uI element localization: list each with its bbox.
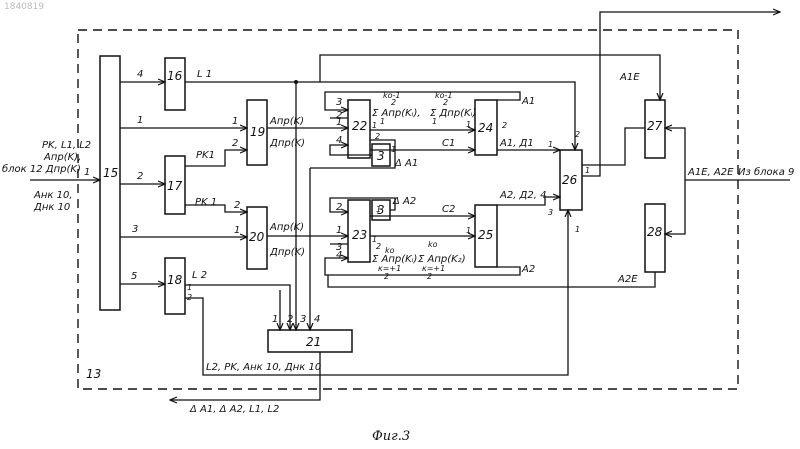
b26-o2: 1 xyxy=(575,225,580,234)
sig-dpr-k: Дпр(K) xyxy=(269,138,305,149)
wire-top-27 xyxy=(320,55,660,100)
b22-o1: 1 xyxy=(372,121,377,130)
out15-port-5: 5 xyxy=(131,271,137,282)
b22-4: 4 xyxy=(336,135,342,146)
sig-A1E-top: A1E xyxy=(619,72,640,83)
sig-C2: C2 xyxy=(442,204,455,215)
out15-port-2: 2 xyxy=(137,171,143,182)
sig-L2: L 2 xyxy=(192,270,207,281)
sig-PK1-a: PK1 xyxy=(196,150,215,161)
input-label-1: PK, L1, L2 xyxy=(42,140,91,151)
frame-label: 13 xyxy=(86,367,101,381)
wire-in-28 xyxy=(665,180,685,234)
block-18-label: 18 xyxy=(167,273,183,287)
b25-1: 1 xyxy=(466,226,471,235)
block-23-label: 23 xyxy=(352,228,367,242)
sig-A2D2: A2, Д2, 4 xyxy=(499,190,546,201)
b20-in1: 1 xyxy=(234,225,240,236)
block-24-label: 24 xyxy=(478,121,493,135)
sig-from-block9: Из блока 9 xyxy=(738,166,794,178)
sig-A1: A1 xyxy=(521,96,535,107)
b24-2: 2 xyxy=(502,121,507,130)
block-15 xyxy=(100,56,120,310)
out15-port-4: 4 xyxy=(137,69,143,80)
sum-bot-2b: 2 xyxy=(427,272,432,281)
input-port: 1 xyxy=(84,167,90,178)
b21-in1: 1 xyxy=(272,314,278,325)
input-label-5: Днк 10 xyxy=(33,202,70,213)
watermark: 1840819 xyxy=(4,2,44,12)
sum-top-lo2: 1 xyxy=(432,117,437,126)
b26-o1: 1 xyxy=(585,166,590,175)
block-19-label: 19 xyxy=(250,125,265,139)
input-label-4: Анк 10, xyxy=(33,190,73,201)
block-15-label: 15 xyxy=(103,166,118,180)
sig-apr-k2: Aпр(K) xyxy=(269,222,304,233)
b22-o2: 2 xyxy=(375,132,380,141)
sig-A2: A2 xyxy=(521,264,535,275)
sum-top-2: 2 xyxy=(391,98,396,107)
b23-o2: 2 xyxy=(376,242,381,251)
b22-2: 2 xyxy=(336,110,342,121)
block-16-label: 16 xyxy=(167,69,183,83)
b23-2: 2 xyxy=(336,202,342,213)
block-16 xyxy=(165,58,185,110)
sig-dpr-k2: Дпр(K) xyxy=(269,247,305,258)
out15-port-1: 1 xyxy=(137,115,143,126)
sig-A1D1: A1, Д1 xyxy=(499,138,534,149)
b21-in4: 4 xyxy=(314,314,320,325)
figure-caption: Фиг.3 xyxy=(372,429,410,444)
b23-4: 4 xyxy=(336,250,342,261)
wire-26-out xyxy=(582,12,780,176)
block-25-label: 25 xyxy=(478,228,493,242)
sum-bot-lo1: κ=+1 xyxy=(378,264,401,273)
block-28-label: 28 xyxy=(647,225,663,239)
sum-bot-k2: ko xyxy=(428,240,438,249)
out15-port-3: 3 xyxy=(132,224,138,235)
block-20-label: 20 xyxy=(249,230,265,244)
b20-in2: 2 xyxy=(234,200,240,211)
sum-top-22: 2 xyxy=(443,98,448,107)
b23-1: 1 xyxy=(336,225,342,236)
sig-dA1: Δ A1 xyxy=(394,158,418,169)
block-21-label: 21 xyxy=(306,335,321,349)
wire-27-26 xyxy=(582,128,645,165)
b26-3: 3 xyxy=(548,208,553,217)
b19-in1: 1 xyxy=(232,116,238,127)
b26-1: 1 xyxy=(548,140,553,149)
block-26-label: 26 xyxy=(562,173,578,187)
b21-in3: 3 xyxy=(300,314,306,325)
wire-21-out xyxy=(170,352,320,400)
input-label-2: Aпр(K), xyxy=(43,152,81,163)
block-22-label: 22 xyxy=(352,119,367,133)
sig-PK1-b: PK 1 xyxy=(195,197,217,208)
sig-A2E: A2E xyxy=(617,274,638,285)
wire-28-back xyxy=(328,272,655,287)
sum-bot-2a: 2 xyxy=(384,272,389,281)
b22-3: 3 xyxy=(336,97,342,108)
sum-bot-lo2: κ=+1 xyxy=(422,264,445,273)
sig-A1E-A2E: A1E, A2E xyxy=(687,167,734,178)
b26-2: 2 xyxy=(575,130,580,139)
b21-in2: 2 xyxy=(287,314,293,325)
block-17-label: 17 xyxy=(167,179,183,193)
wire-17-19 xyxy=(185,150,247,166)
block-27-label: 27 xyxy=(647,119,663,133)
sig-dA2: Δ A2 xyxy=(392,196,416,207)
sig-L1: L 1 xyxy=(197,69,212,80)
block-3-top-label: 3 xyxy=(377,149,385,163)
sig-out-bottom: Δ A1, Δ A2, L1, L2 xyxy=(189,404,279,415)
sum-top-lo: 1 xyxy=(380,117,385,126)
b24-1: 1 xyxy=(466,120,471,129)
b19-in2: 2 xyxy=(232,138,238,149)
b3bot-1: 1 xyxy=(376,205,381,214)
sig-apr-k: Aпр(K) xyxy=(269,116,304,127)
input-label-3: блок 12 Дпр(K) xyxy=(2,163,81,175)
sig-C1: C1 xyxy=(442,138,455,149)
sig-bottom-bus: L2, PK, Aнк 10, Днк 10 xyxy=(206,362,321,373)
